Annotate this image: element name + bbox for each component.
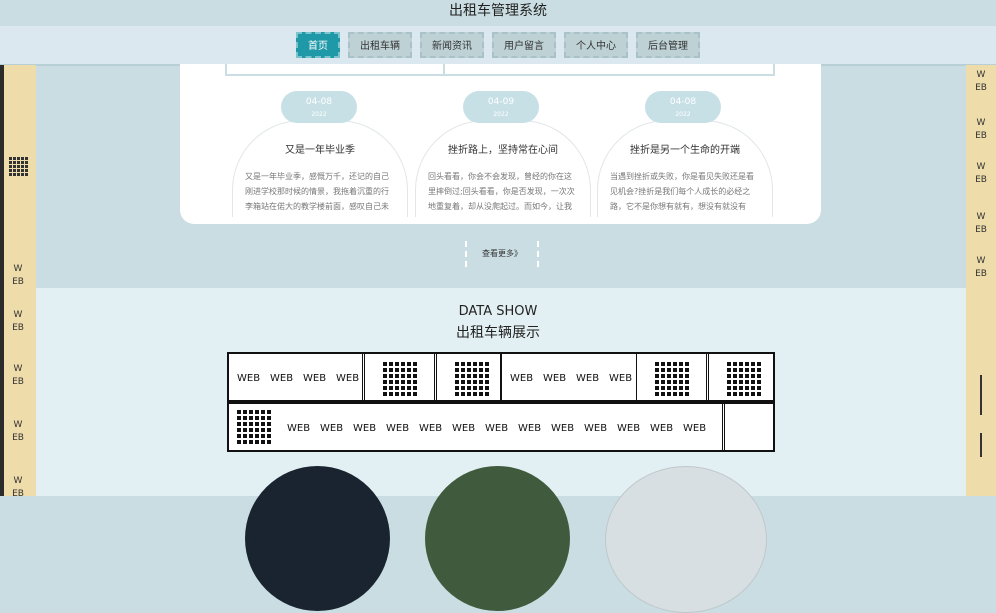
taxi-image[interactable] xyxy=(425,466,570,611)
web-text: WEB xyxy=(576,373,600,384)
nav-item-taxis[interactable]: 出租车辆 xyxy=(348,32,412,58)
nav-item-home[interactable]: 首页 xyxy=(296,32,340,58)
scroll-marker xyxy=(980,433,982,457)
marquee-cell: WEB WEB WEB WEB xyxy=(229,354,365,400)
web-text: WEB xyxy=(518,423,542,434)
side-web-text: WEB xyxy=(975,70,987,93)
web-text: WEB xyxy=(419,423,443,434)
web-text: WEB xyxy=(287,423,311,434)
web-text: WEB xyxy=(543,373,567,384)
side-web-text: WEB xyxy=(975,162,987,185)
news-card-body: 又是一年毕业季，感慨万千，还记的自己刚进学校那时候的情景，我拖着沉重的行李箱站在… xyxy=(245,172,389,211)
web-text: WEB xyxy=(609,373,633,384)
news-card-body: 回头看看，你会不会发现，曾经的你在这里摔倒过;回头看看，你是否发现，一次次地重复… xyxy=(428,172,575,211)
news-date-badge: 04-08 2022 xyxy=(645,91,721,123)
news-card-title: 挫折路上，坚持常在心间 xyxy=(448,145,558,156)
marquee-row: WEB WEB WEB WEB WEB WEB WEB WEB xyxy=(227,352,775,402)
marquee-cell xyxy=(437,354,501,400)
web-text: WEB xyxy=(551,423,575,434)
main-nav: 首页 出租车辆 新闻资讯 用户留言 个人中心 后台管理 xyxy=(0,32,996,58)
side-web-text: WEB xyxy=(12,420,24,443)
nav-item-profile[interactable]: 个人中心 xyxy=(564,32,628,58)
side-web-text: WEB xyxy=(12,310,24,333)
side-web-text: WEB xyxy=(12,364,24,387)
web-text: WEB xyxy=(303,373,327,384)
web-text: WEB xyxy=(270,373,294,384)
left-decor-strip: WEB WEB WEB WEB WEB xyxy=(0,65,36,499)
news-date: 04-08 xyxy=(669,97,697,107)
view-more-button[interactable]: 查看更多》 xyxy=(465,241,539,267)
nav-item-news[interactable]: 新闻资讯 xyxy=(420,32,484,58)
grid-icon xyxy=(727,362,761,396)
grid-icon xyxy=(237,410,271,444)
grid-icon xyxy=(383,362,417,396)
side-web-text: WEB xyxy=(975,118,987,141)
section-title-en: DATA SHOW xyxy=(458,304,538,319)
grid-icon xyxy=(655,362,689,396)
news-card[interactable]: 又是一年毕业季 又是一年毕业季，感慨万千，还记的自己刚进学校那时候的情景，我拖着… xyxy=(232,120,408,217)
site-header: 出租车管理系统 xyxy=(0,0,996,27)
marquee-cell xyxy=(709,354,773,400)
web-text: WEB xyxy=(683,423,707,434)
web-text: WEB xyxy=(336,373,360,384)
web-text: WEB xyxy=(650,423,674,434)
grid-icon xyxy=(9,157,28,176)
news-date-badge: 04-09 2022 xyxy=(463,91,539,123)
news-card-title: 挫折是另一个生命的开端 xyxy=(630,145,740,156)
web-text: WEB xyxy=(452,423,476,434)
news-card-body: 当遇到挫折或失败，你是看见失败还是看见机会?挫折是我们每个人成长的必经之路，它不… xyxy=(610,172,754,211)
marquee-cell xyxy=(229,404,277,450)
news-card-title: 又是一年毕业季 xyxy=(285,145,355,156)
nav-item-admin[interactable]: 后台管理 xyxy=(636,32,700,58)
side-web-text: WEB xyxy=(12,264,24,287)
taxi-image[interactable] xyxy=(245,466,390,611)
news-year: 2022 xyxy=(311,111,327,118)
side-web-text: WEB xyxy=(975,212,987,235)
web-text: WEB xyxy=(617,423,641,434)
web-text: WEB xyxy=(237,373,261,384)
taxi-image[interactable] xyxy=(605,466,767,613)
news-date-badge: 04-08 2022 xyxy=(281,91,357,123)
grid-icon xyxy=(455,362,489,396)
web-text: WEB xyxy=(485,423,509,434)
side-web-text: WEB xyxy=(12,476,24,499)
news-date: 04-09 xyxy=(487,97,515,107)
web-text: WEB xyxy=(353,423,377,434)
scroll-marker xyxy=(980,375,982,415)
marquee-cell xyxy=(637,354,709,400)
web-text: WEB xyxy=(584,423,608,434)
news-year: 2022 xyxy=(493,111,509,118)
web-text: WEB xyxy=(510,373,534,384)
marquee-cell: WEB WEB WEB WEB WEB WEB WEB WEB WEB WEB … xyxy=(277,404,725,450)
right-decor-strip: WEB WEB WEB WEB WEB xyxy=(966,65,996,496)
news-card[interactable]: 挫折是另一个生命的开端 当遇到挫折或失败，你是看见失败还是看见机会?挫折是我们每… xyxy=(597,120,773,217)
web-text: WEB xyxy=(386,423,410,434)
nav-item-messages[interactable]: 用户留言 xyxy=(492,32,556,58)
news-date: 04-08 xyxy=(305,97,333,107)
marquee-cell: WEB WEB WEB WEB xyxy=(501,354,637,400)
news-card[interactable]: 挫折路上，坚持常在心间 回头看看，你会不会发现，曾经的你在这里摔倒过;回头看看，… xyxy=(415,120,591,217)
side-web-text: WEB xyxy=(975,256,987,279)
news-year: 2022 xyxy=(675,111,691,118)
site-title: 出租车管理系统 xyxy=(449,3,547,19)
marquee-cell xyxy=(365,354,437,400)
news-top-frame xyxy=(225,64,775,76)
marquee-row: WEB WEB WEB WEB WEB WEB WEB WEB WEB WEB … xyxy=(227,402,775,452)
web-text: WEB xyxy=(320,423,344,434)
left-edge xyxy=(0,65,4,496)
section-title-cn: 出租车辆展示 xyxy=(456,325,540,341)
